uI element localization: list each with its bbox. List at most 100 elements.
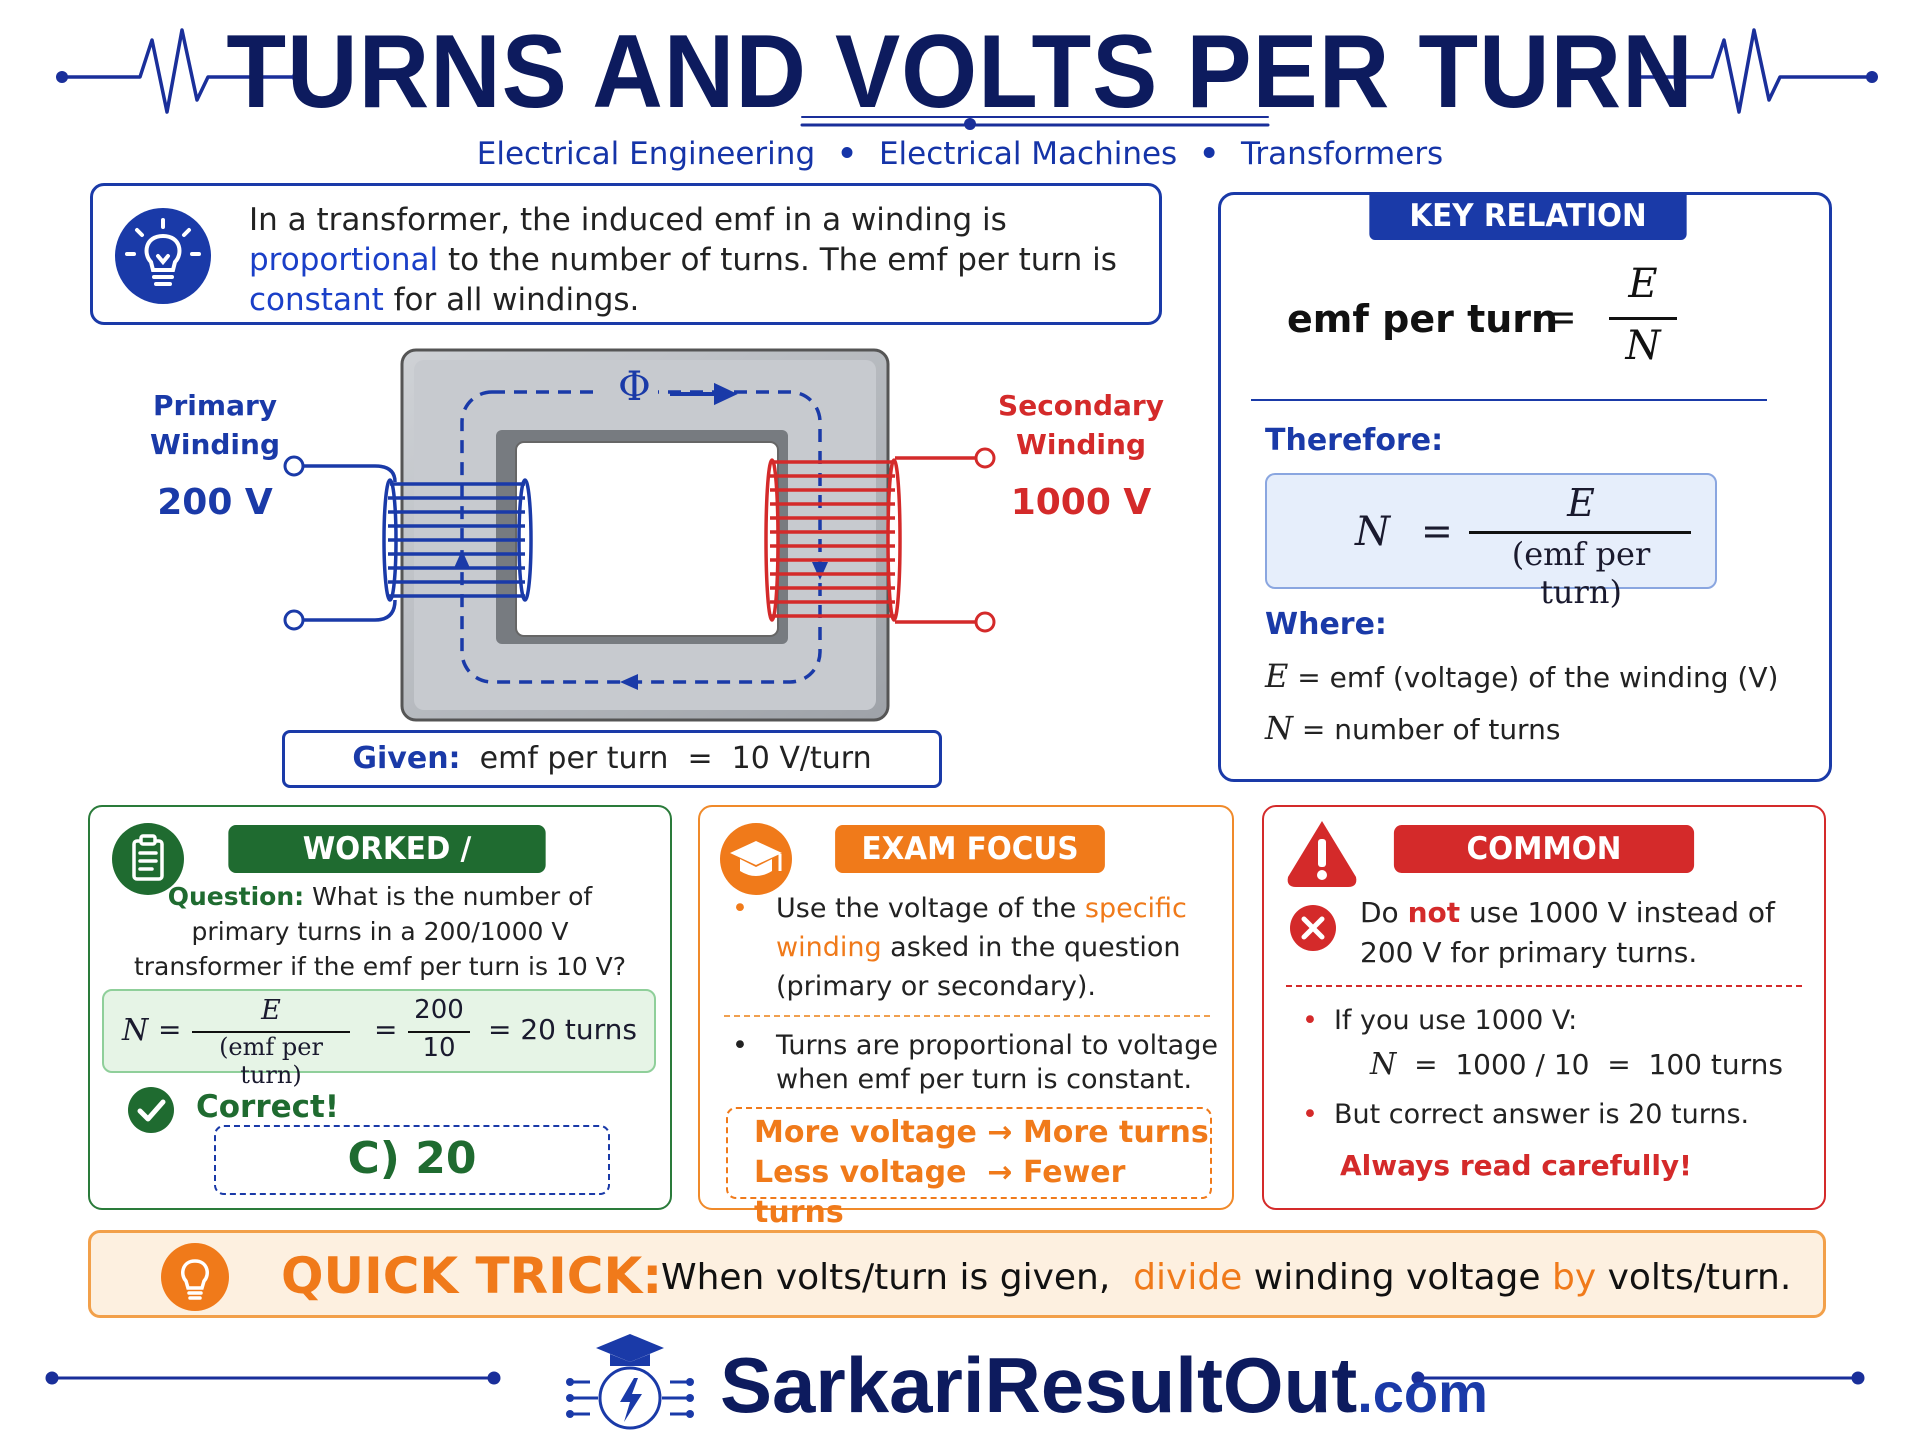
exam-text: asked in the question <box>881 932 1181 963</box>
worked-answer-panel: WORKED / ANSWER Question: What is the nu… <box>88 805 672 1210</box>
intro-text-part: for all windings. <box>383 282 640 318</box>
worked-formula-box: N = E (emf per turn) = 200 10 = 20 turns <box>102 989 656 1089</box>
given-text: emf per turn = 10 V/turn <box>479 741 872 776</box>
symbol-n: N <box>1265 709 1293 747</box>
secondary-winding-label: Secondary Winding <box>996 386 1166 464</box>
fraction-bar <box>408 1031 470 1033</box>
mistake-bullet-text: If you use 1000 V: <box>1333 1005 1578 1036</box>
common-mistake-tab: COMMON MISTAKE <box>1393 825 1695 915</box>
worked-numerator: E <box>261 995 281 1026</box>
secondary-winding <box>764 456 975 624</box>
worked-answer-tab: WORKED / ANSWER <box>228 825 546 915</box>
definition-text: = number of turns <box>1301 713 1561 746</box>
worked-equals: = <box>158 1013 182 1046</box>
quick-text: winding voltage <box>1242 1257 1552 1298</box>
therefore-label: Therefore: <box>1265 423 1444 458</box>
mistake-text-part: use 1000 V instead of <box>1460 896 1775 929</box>
graduation-bolt-logo-icon <box>566 1334 694 1430</box>
formula-lhs: emf per turn <box>1287 297 1559 341</box>
mistake-text-part: Do <box>1360 896 1408 929</box>
divider <box>1286 985 1802 987</box>
primary-terminal-top <box>283 455 305 477</box>
worked-lhs: N <box>122 1013 149 1048</box>
secondary-terminal-bottom <box>974 611 996 633</box>
mistake-text: Do not use 1000 V instead of 200 V for p… <box>1360 893 1775 973</box>
breadcrumb-separator: • <box>1199 136 1220 172</box>
check-circle-icon <box>128 1087 174 1133</box>
highlight-by: by <box>1551 1257 1597 1298</box>
definition-e: E = emf (voltage) of the winding (V) <box>1265 657 1778 695</box>
quick-trick-text: When volts/turn is given, divide winding… <box>661 1255 1791 1301</box>
question-text: Question: What is the number of primary … <box>110 879 650 984</box>
highlight-constant: constant <box>249 282 384 318</box>
intro-text: In a transformer, the induced emf in a w… <box>249 200 1129 320</box>
highlight-specific: specific <box>1084 893 1187 924</box>
divider <box>1251 399 1767 401</box>
quick-text: volts/turn. <box>1596 1257 1792 1298</box>
common-mistake-panel: COMMON MISTAKE Do not use 1000 V instead… <box>1262 805 1826 1210</box>
clipboard-icon <box>112 823 184 895</box>
worked-denominator-value: 10 <box>422 1033 456 1063</box>
derived-lhs: N <box>1355 509 1390 555</box>
derived-equals: = <box>1421 509 1453 553</box>
formula-numerator: E <box>1628 261 1658 307</box>
question-line: primary turns in a 200/1000 V <box>191 917 569 946</box>
bullet: • <box>732 893 748 924</box>
breadcrumb-item[interactable]: Electrical Engineering <box>476 136 816 172</box>
mistake-bullet-2: •But correct answer is 20 turns. <box>1302 1099 1749 1130</box>
question-line: What is the number of <box>304 882 593 911</box>
footer-decoration <box>45 1371 1865 1385</box>
worked-equals: = <box>374 1013 398 1046</box>
highlight-proportional: proportional <box>249 242 439 278</box>
brand-tld: .com <box>1357 1361 1488 1424</box>
exam-text: Turns are proportional to voltage <box>776 1030 1218 1061</box>
highlight-winding: winding <box>776 932 882 963</box>
primary-label-line: Winding <box>149 428 281 461</box>
given-label: Given: <box>352 741 461 776</box>
derived-formula-box: N = E (emf per turn) <box>1265 473 1717 611</box>
primary-terminal-bottom <box>283 609 305 631</box>
question-label: Question: <box>167 882 305 911</box>
definition-text: = emf (voltage) of the winding (V) <box>1297 661 1779 694</box>
derived-numerator: E <box>1567 481 1595 525</box>
primary-winding <box>300 464 533 622</box>
intro-text-part: In a transformer, the induced emf in a w… <box>249 202 1007 238</box>
arrow-icon: → <box>987 1155 1013 1190</box>
quick-trick-label: QUICK TRICK: <box>281 1247 663 1305</box>
core-window <box>515 441 779 637</box>
question-line: transformer if the emf per turn is 10 V? <box>133 952 627 981</box>
secondary-terminal-top <box>974 447 996 469</box>
rule-text: Less voltage <box>754 1155 967 1190</box>
exam-focus-panel: EXAM FOCUS • Use the voltage of the spec… <box>698 805 1234 1230</box>
highlight-divide: divide <box>1133 1257 1243 1298</box>
fraction-bar <box>1609 317 1677 320</box>
exam-text: Use the voltage of the <box>776 893 1085 924</box>
flux-symbol: Φ <box>618 364 651 410</box>
page-title: TURNS AND VOLTS PER TURN <box>226 14 1694 130</box>
flux-path <box>460 390 822 684</box>
rule-box: More voltage → More turns Less voltage →… <box>726 1107 1212 1230</box>
breadcrumb: Electrical Engineering • Electrical Machin… <box>0 132 1920 176</box>
bullet: • <box>1302 1099 1318 1130</box>
key-relation-tab: KEY RELATION <box>1369 192 1687 240</box>
exam-bullet-1: • Use the voltage of the specific winding… <box>732 889 1210 1006</box>
arrow-icon: → <box>987 1115 1013 1150</box>
lightbulb-icon <box>115 208 211 304</box>
given-box: Given: emf per turn = 10 V/turn <box>282 730 942 788</box>
worked-result: = 20 turns <box>488 1013 637 1046</box>
intro-text-part: to the number of turns. The emf per turn… <box>438 242 1117 278</box>
breadcrumb-item[interactable]: Transformers <box>1241 136 1444 172</box>
transformer-diagram <box>283 348 996 722</box>
secondary-voltage: 1000 V <box>1010 482 1152 523</box>
breadcrumb-item[interactable]: Electrical Machines <box>878 136 1178 172</box>
formula-equals: = <box>1545 295 1577 339</box>
symbol-n: N <box>1370 1047 1397 1082</box>
formula-denominator: N <box>1625 323 1661 369</box>
intro-box: In a transformer, the induced emf in a w… <box>90 183 1162 325</box>
secondary-label-line: Winding <box>1015 428 1147 461</box>
primary-winding-label: Primary Winding <box>140 386 290 464</box>
warning-text: Always read carefully! <box>1340 1149 1692 1182</box>
brand-name[interactable]: SarkariResultOut.com <box>720 1335 1488 1440</box>
bullet: • <box>1302 1005 1318 1036</box>
